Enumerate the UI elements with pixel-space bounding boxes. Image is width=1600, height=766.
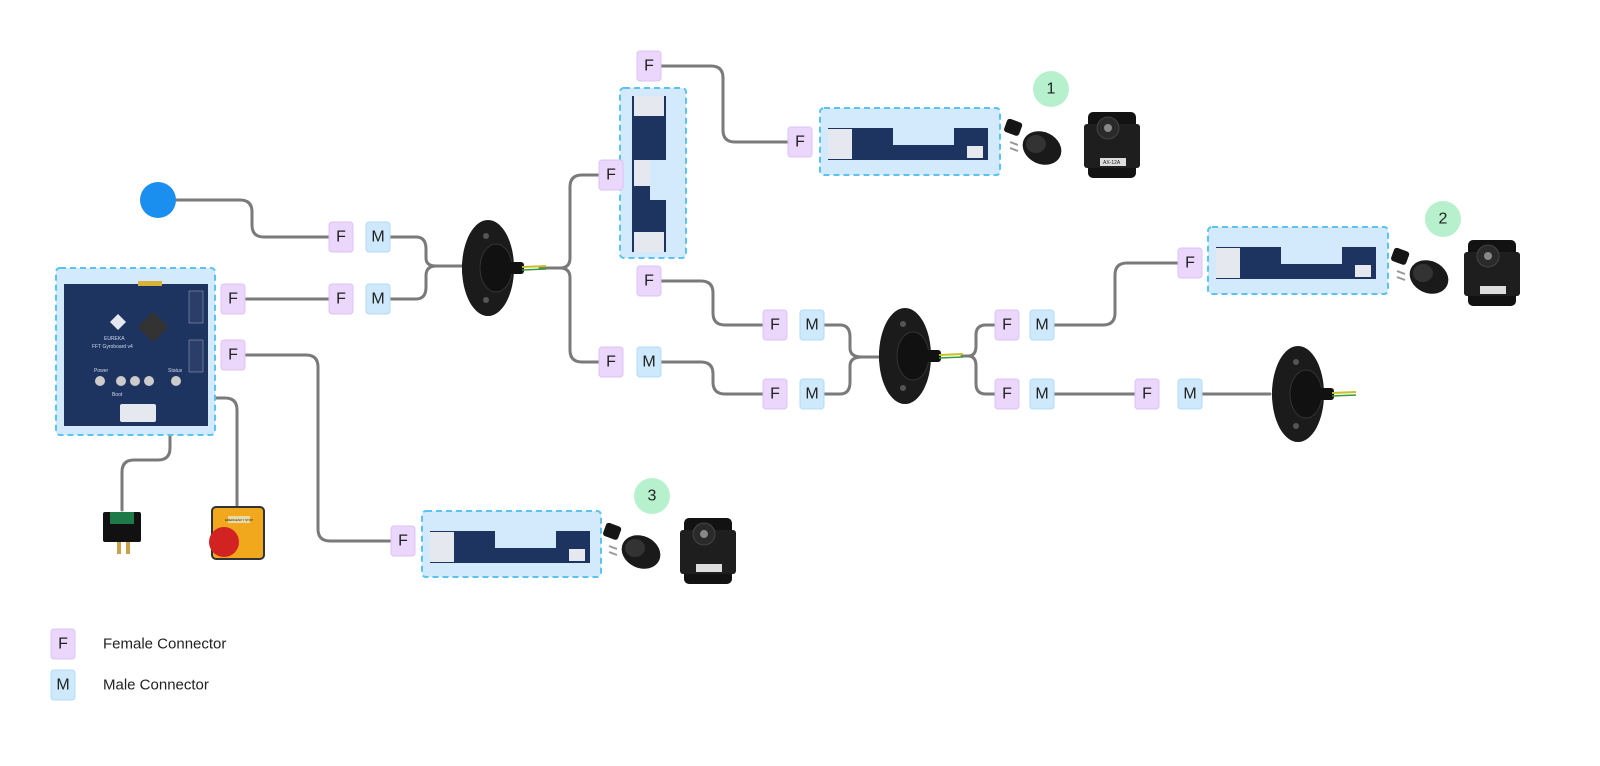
legend-female: F Female Connector bbox=[50, 628, 226, 660]
svg-text:F: F bbox=[228, 347, 238, 364]
emergency-stop-button: EMERGENCY STOP bbox=[209, 506, 265, 560]
male-connector-badge: M bbox=[1029, 309, 1055, 341]
female-connector-badge: F bbox=[220, 339, 246, 371]
female-connector-badge: F bbox=[1177, 247, 1203, 279]
power-source-node bbox=[140, 182, 176, 218]
female-connector-badge: F bbox=[762, 378, 788, 410]
estop-label: EMERGENCY STOP bbox=[225, 518, 253, 522]
servo-3 bbox=[679, 517, 737, 585]
legend-male: M Male Connector bbox=[50, 669, 209, 701]
female-connector-badge: F bbox=[598, 159, 624, 191]
svg-text:M: M bbox=[1183, 386, 1196, 403]
svg-text:M: M bbox=[56, 677, 69, 694]
female-connector-badge: F bbox=[390, 525, 416, 557]
svg-text:F: F bbox=[795, 134, 805, 151]
svg-text:F: F bbox=[770, 317, 780, 334]
marker-2: 2 bbox=[1425, 201, 1461, 237]
svg-text:M: M bbox=[805, 317, 818, 334]
adapter-board-3 bbox=[421, 510, 602, 578]
hub-board bbox=[619, 87, 687, 259]
svg-text:2: 2 bbox=[1439, 211, 1448, 228]
board-power-label: Power bbox=[94, 368, 109, 374]
svg-text:M: M bbox=[642, 354, 655, 371]
svg-text:M: M bbox=[1035, 317, 1048, 334]
svg-text:F: F bbox=[770, 386, 780, 403]
svg-text:F: F bbox=[606, 354, 616, 371]
svg-text:M: M bbox=[1035, 386, 1048, 403]
female-connector-badge: F bbox=[636, 50, 662, 82]
male-connector-badge: M bbox=[365, 283, 391, 315]
servo-model-label: AX-12A bbox=[1103, 160, 1121, 166]
svg-text:F: F bbox=[606, 167, 616, 184]
female-connector-badge: F bbox=[598, 346, 624, 378]
female-connector-badge: F bbox=[1134, 378, 1160, 410]
female-connector-badge: F bbox=[994, 309, 1020, 341]
svg-text:F: F bbox=[228, 291, 238, 308]
slip-ring-1 bbox=[461, 219, 547, 317]
board-boot-label: Boot bbox=[112, 392, 123, 398]
female-connector-badge: F bbox=[220, 283, 246, 315]
svg-text:M: M bbox=[805, 386, 818, 403]
board-label: FFT Gyroboard v4 bbox=[92, 344, 133, 350]
fft-gyroboard: EUREKA FFT Gyroboard v4 Power Status Boo… bbox=[55, 267, 216, 436]
svg-text:M: M bbox=[371, 229, 384, 246]
eureka-logo-icon bbox=[110, 314, 126, 330]
svg-text:M: M bbox=[371, 291, 384, 308]
servo-horn-2 bbox=[1389, 246, 1455, 301]
svg-text:F: F bbox=[336, 229, 346, 246]
male-connector-badge: M bbox=[1177, 378, 1203, 410]
svg-text:F: F bbox=[644, 58, 654, 75]
male-connector-badge: M bbox=[365, 221, 391, 253]
male-connector-badge: M bbox=[799, 378, 825, 410]
servo-horn-1 bbox=[1002, 117, 1068, 172]
svg-text:F: F bbox=[1185, 255, 1195, 272]
svg-text:1: 1 bbox=[1047, 81, 1056, 98]
male-connector-badge: M bbox=[1029, 378, 1055, 410]
servo-horn-3 bbox=[601, 521, 667, 576]
female-connector-badge: F bbox=[994, 378, 1020, 410]
legend-male-label: Male Connector bbox=[103, 677, 209, 694]
svg-text:F: F bbox=[1002, 317, 1012, 334]
servo-1 bbox=[1083, 111, 1141, 179]
legend-female-label: Female Connector bbox=[103, 636, 226, 653]
female-connector-badge: F bbox=[328, 221, 354, 253]
connector-badges: F M F F M F F F F F F M F M F M F M F M F M F F bbox=[220, 50, 1203, 557]
female-connector-badge: F bbox=[328, 283, 354, 315]
adapter-board-2 bbox=[1207, 226, 1389, 295]
male-connector-badge: M bbox=[799, 309, 825, 341]
board-logo-text: EUREKA bbox=[104, 336, 125, 342]
marker-3: 3 bbox=[634, 478, 670, 514]
svg-text:F: F bbox=[644, 273, 654, 290]
legend: F Female Connector M Male Connector bbox=[50, 628, 226, 701]
female-connector-badge: F bbox=[762, 309, 788, 341]
slip-ring-2 bbox=[878, 307, 964, 405]
svg-text:F: F bbox=[1002, 386, 1012, 403]
wires bbox=[120, 64, 1272, 543]
servo-2 bbox=[1463, 239, 1521, 307]
svg-text:F: F bbox=[1142, 386, 1152, 403]
slip-ring-3 bbox=[1271, 345, 1357, 443]
adapter-board-1 bbox=[819, 107, 1001, 176]
svg-text:F: F bbox=[398, 533, 408, 550]
male-connector-badge: M bbox=[636, 346, 662, 378]
rocker-switch bbox=[103, 512, 141, 554]
female-connector-badge: F bbox=[787, 126, 813, 158]
board-status-label: Status bbox=[168, 368, 183, 374]
svg-text:F: F bbox=[58, 636, 68, 653]
marker-1: 1 bbox=[1033, 71, 1069, 107]
svg-text:F: F bbox=[336, 291, 346, 308]
female-connector-badge: F bbox=[636, 265, 662, 297]
svg-text:3: 3 bbox=[648, 488, 657, 505]
